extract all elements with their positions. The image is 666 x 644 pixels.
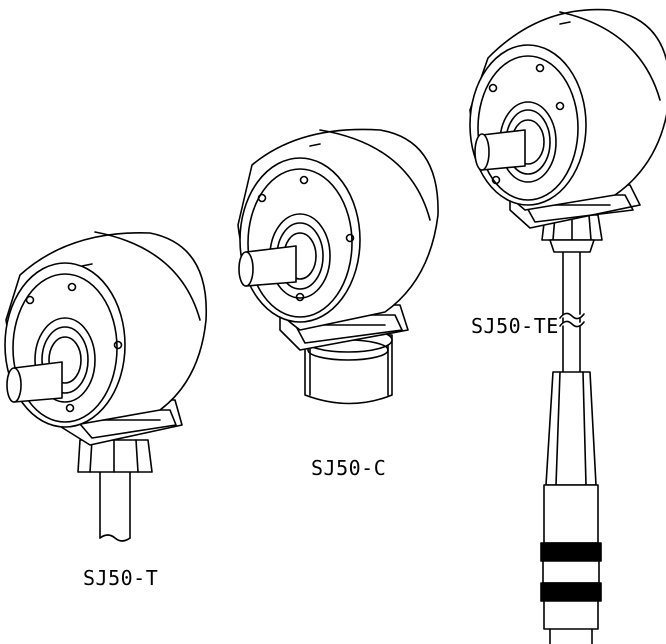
sj50-t-face xyxy=(5,263,125,427)
sj50-c-screw-hole xyxy=(347,235,354,242)
sj50-te-shaft xyxy=(475,130,525,170)
sj50-t-screw-hole xyxy=(69,284,76,291)
sj50-te-face xyxy=(470,45,586,205)
sj50-t-cable xyxy=(100,470,130,541)
sj50-c-screw-hole xyxy=(259,195,266,202)
label-sj50-c: SJ50-C xyxy=(311,456,387,480)
sj50-t-screw-hole xyxy=(67,405,74,412)
sj50-c-screw-hole xyxy=(297,294,304,301)
sj50-c-screw-hole xyxy=(301,177,308,184)
label-sj50-t: SJ50-T xyxy=(83,566,159,590)
sj50-c-shaft xyxy=(239,246,296,286)
sj50-te-screw-hole xyxy=(490,85,497,92)
sj50-te-cable xyxy=(560,250,584,372)
encoder-sj50-t xyxy=(5,232,206,541)
sj50-t-screw-hole xyxy=(27,297,34,304)
encoder-sj50-c xyxy=(238,129,438,403)
label-sj50-te: SJ50-TE xyxy=(471,314,559,338)
sj50-t-screw-hole xyxy=(115,342,122,349)
sj50-te-screw-hole xyxy=(557,103,564,110)
sj50-te-connector xyxy=(541,372,601,644)
sj50-c-face xyxy=(240,158,360,322)
sj50-te-screw-hole xyxy=(493,177,500,184)
sj50-te-screw-hole xyxy=(537,65,544,72)
encoder-sj50-te xyxy=(470,10,666,644)
sj50-t-shaft xyxy=(7,362,62,402)
